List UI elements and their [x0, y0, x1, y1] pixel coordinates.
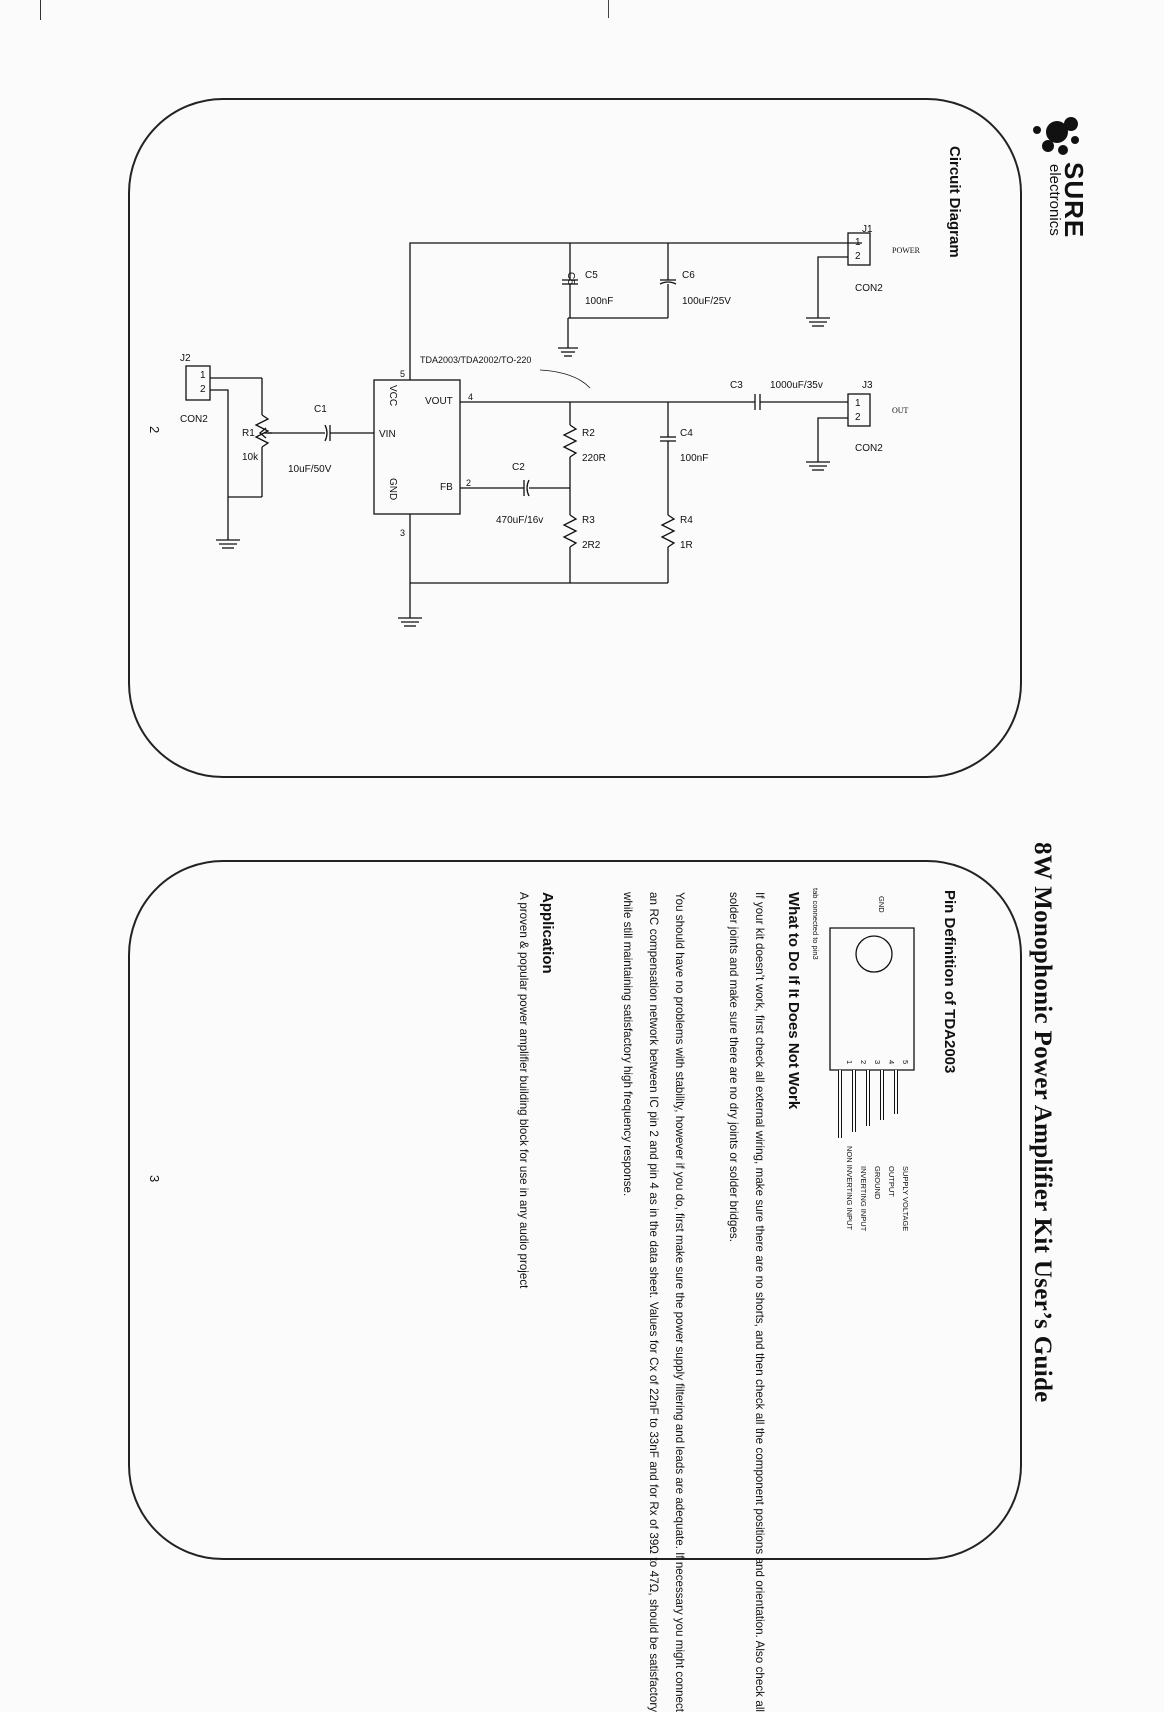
- ic-pin-2-num: 2: [466, 478, 472, 488]
- j2-pin-2: 2: [200, 384, 206, 395]
- r2-ref: R2: [582, 428, 595, 439]
- ic-pin-fb: FB: [440, 482, 453, 493]
- pin-number-4: 4: [887, 1060, 896, 1065]
- package-gnd-label: GND: [877, 896, 886, 913]
- c5-value: 100nF: [585, 296, 614, 307]
- c1-value: 10uF/50V: [288, 464, 332, 475]
- user-guide-page: [128, 860, 1022, 1560]
- j2-pin-1: 1: [200, 370, 206, 381]
- r4-value: 1R: [680, 540, 693, 551]
- r1-value: 10k: [242, 452, 259, 463]
- circuit-schematic: [185, 232, 871, 627]
- j3-type: CON2: [855, 443, 883, 454]
- j3-name: OUT: [892, 406, 909, 415]
- document-title: 8W Monophonic Power Amplifier Kit User’s…: [1029, 842, 1056, 1403]
- c4-value: 100nF: [680, 453, 709, 464]
- ic-pin-5-num: 5: [400, 369, 406, 379]
- pin-label-non-inverting-input: NON INVERTING INPUT: [845, 1146, 854, 1231]
- pin-label-supply-voltage: SUPPLY VOLTAGE: [901, 1166, 910, 1232]
- j3-pin-1: 1: [855, 398, 861, 409]
- pin-number-2: 2: [859, 1060, 868, 1065]
- brand-logo: SURE electronics: [1015, 108, 1095, 258]
- pin-label-output: OUTPUT: [887, 1166, 896, 1197]
- ic-part-label: TDA2003/TDA2002/TO-220: [420, 355, 532, 365]
- application-heading: Application: [539, 892, 556, 974]
- c3-ref: C3: [730, 380, 743, 391]
- ic-body: [373, 379, 461, 515]
- application-text: A proven & popular power amplifier build…: [517, 892, 530, 1289]
- r3-value: 2R2: [582, 540, 601, 551]
- j2-ref: J2: [180, 353, 191, 364]
- pin-label-ground: GROUND: [873, 1166, 882, 1200]
- ic-pin-4-num: 4: [468, 392, 474, 402]
- j2-type: CON2: [180, 414, 208, 425]
- c4-ref: C4: [680, 428, 693, 439]
- circuit-diagram-page: [128, 98, 1022, 778]
- page-number-3: 3: [147, 1175, 162, 1183]
- j1-name: POWER: [892, 246, 920, 255]
- troubleshoot-heading: What to Do If It Does Not Work: [785, 892, 802, 1110]
- ic-pin-vin: VIN: [379, 429, 396, 440]
- j3-ref: J3: [862, 380, 873, 391]
- c3-value: 1000uF/35v: [770, 380, 823, 391]
- j1-type: CON2: [855, 283, 883, 294]
- c2-ref: C2: [512, 462, 525, 473]
- r3-ref: R3: [582, 515, 595, 526]
- c6-ref: C6: [682, 270, 695, 281]
- ic-pin-vcc: VCC: [387, 385, 398, 407]
- j1-ref: J1: [862, 224, 873, 235]
- pin-label-inverting-input: INVERTING INPUT: [859, 1166, 868, 1232]
- ic-pin-gnd: GND: [387, 478, 398, 501]
- c5-ref: C5: [585, 270, 598, 281]
- tda2003-package-drawing: [829, 927, 915, 1138]
- j1-pin-1: 1: [855, 237, 861, 248]
- ic-pin-3-num: 3: [400, 528, 406, 538]
- pin-definition-heading: Pin Definition of TDA2003: [941, 890, 958, 1074]
- troubleshoot-paragraph-1: If your kit doesn’t work, first check al…: [727, 892, 766, 1712]
- troubleshoot-paragraph-2: You should have no problems with stabili…: [621, 892, 686, 1712]
- r1-ref: R1: [242, 428, 255, 439]
- c2-value: 470uF/16v: [496, 515, 544, 526]
- pin-number-5: 5: [901, 1060, 910, 1065]
- brand-logo-dots: [1033, 117, 1079, 155]
- c1-ref: C1: [314, 404, 327, 415]
- j3-pin-2: 2: [855, 412, 861, 423]
- j1-pin-2: 2: [855, 251, 861, 262]
- scan-corner-mark: [40, 0, 41, 20]
- c5-label: C5: [565, 272, 576, 285]
- c6-value: 100uF/25V: [682, 296, 731, 307]
- scan-edge-mark: [608, 0, 609, 18]
- tab-note: tab connected to pin3: [811, 888, 820, 960]
- pin-number-1: 1: [845, 1060, 854, 1065]
- pin-number-3: 3: [873, 1060, 882, 1065]
- ic-pin-vout: VOUT: [425, 396, 453, 407]
- r4-ref: R4: [680, 515, 693, 526]
- r2-value: 220R: [582, 453, 606, 464]
